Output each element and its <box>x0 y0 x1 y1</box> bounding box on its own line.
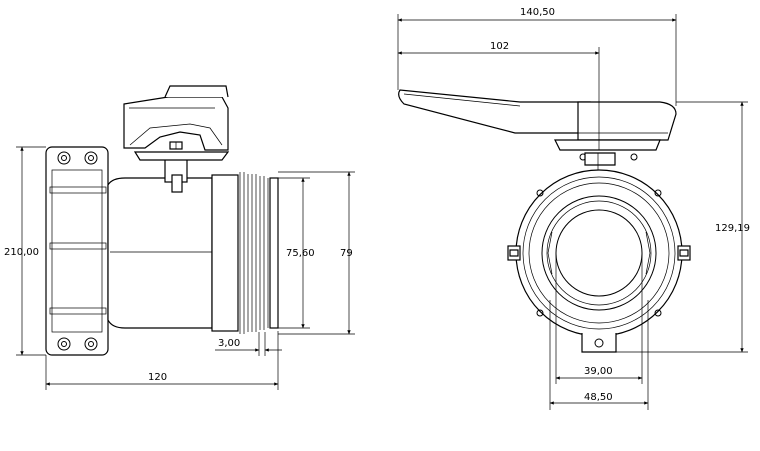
dimension-3-label: 3,00 <box>218 338 240 349</box>
dimension-75-60-label: 75,60 <box>286 248 315 259</box>
threaded-end <box>211 172 279 334</box>
clamp-flange <box>45 146 109 356</box>
dimension-140-50: 140,50 <box>397 7 677 106</box>
dimension-140-50-label: 140,50 <box>520 7 555 18</box>
dimension-3: 3,00 <box>215 332 282 356</box>
dimension-129-19: 129,19 <box>616 101 750 353</box>
dimension-75-60: 75,60 <box>278 177 315 329</box>
dimension-102: 102 <box>397 41 600 150</box>
valve-body <box>107 177 213 329</box>
dimension-79-label: 79 <box>340 248 353 259</box>
dimension-210-label: 210,00 <box>4 247 39 258</box>
dimension-210: 210,00 <box>4 146 46 356</box>
dimension-39: 39,00 <box>555 253 643 384</box>
handle-lever <box>398 89 677 161</box>
dimension-102-label: 102 <box>490 41 509 52</box>
dimension-39-label: 39,00 <box>584 366 613 377</box>
side-view: 210,00 120 3,00 75,60 79 <box>4 85 355 390</box>
stem-and-handle <box>123 85 230 193</box>
dimension-79: 79 <box>278 171 355 335</box>
dimension-48-50-label: 48,50 <box>584 392 613 403</box>
valve-disc-housing <box>507 152 691 353</box>
dimension-129-19-label: 129,19 <box>715 223 750 234</box>
dimension-120-label: 120 <box>148 372 167 383</box>
front-view: 140,50 102 129,19 39,00 48,50 <box>397 7 750 410</box>
dimension-48-50: 48,50 <box>549 300 649 410</box>
dimension-120: 120 <box>45 331 279 390</box>
